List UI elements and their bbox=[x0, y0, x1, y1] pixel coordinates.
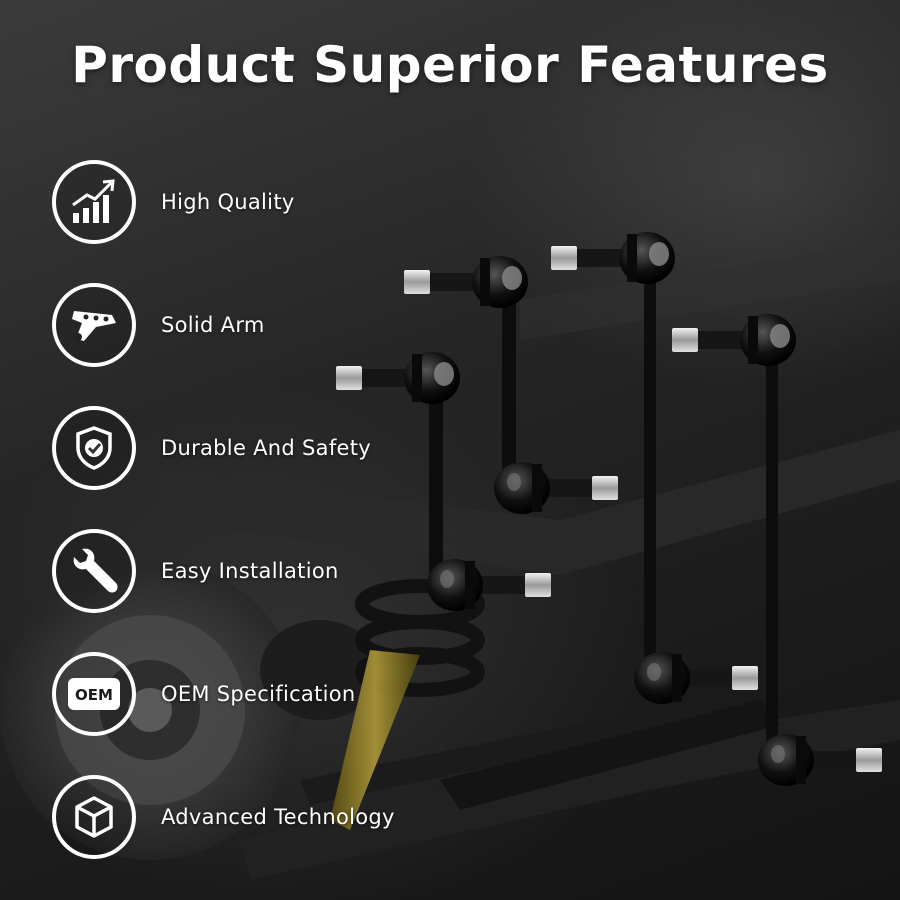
feature-oem-specification: OEM OEM Specification bbox=[52, 648, 472, 740]
feature-label: High Quality bbox=[161, 190, 295, 214]
page-title: Product Superior Features bbox=[71, 36, 829, 94]
feature-label: Advanced Technology bbox=[161, 805, 395, 829]
feature-high-quality: High Quality bbox=[52, 156, 472, 248]
feature-label: Solid Arm bbox=[161, 313, 265, 337]
feature-durable-safety: Durable And Safety bbox=[52, 402, 472, 494]
feature-label: Durable And Safety bbox=[161, 436, 371, 460]
cube-icon bbox=[52, 775, 136, 859]
stabilizer-link-short-a bbox=[336, 352, 551, 611]
growth-chart-icon bbox=[52, 160, 136, 244]
stabilizer-link-short-b bbox=[404, 256, 618, 514]
oem-badge-icon: OEM bbox=[52, 652, 136, 736]
stabilizer-link-long-d bbox=[672, 314, 882, 786]
oem-badge-text: OEM bbox=[75, 686, 113, 704]
stabilizer-link-long-c bbox=[551, 232, 758, 704]
feature-easy-installation: Easy Installation bbox=[52, 525, 472, 617]
feature-label: Easy Installation bbox=[161, 559, 339, 583]
control-arm-icon bbox=[52, 283, 136, 367]
feature-solid-arm: Solid Arm bbox=[52, 279, 472, 371]
wrench-icon bbox=[52, 529, 136, 613]
feature-label: OEM Specification bbox=[161, 682, 356, 706]
feature-advanced-technology: Advanced Technology bbox=[52, 771, 472, 863]
shield-check-icon bbox=[52, 406, 136, 490]
